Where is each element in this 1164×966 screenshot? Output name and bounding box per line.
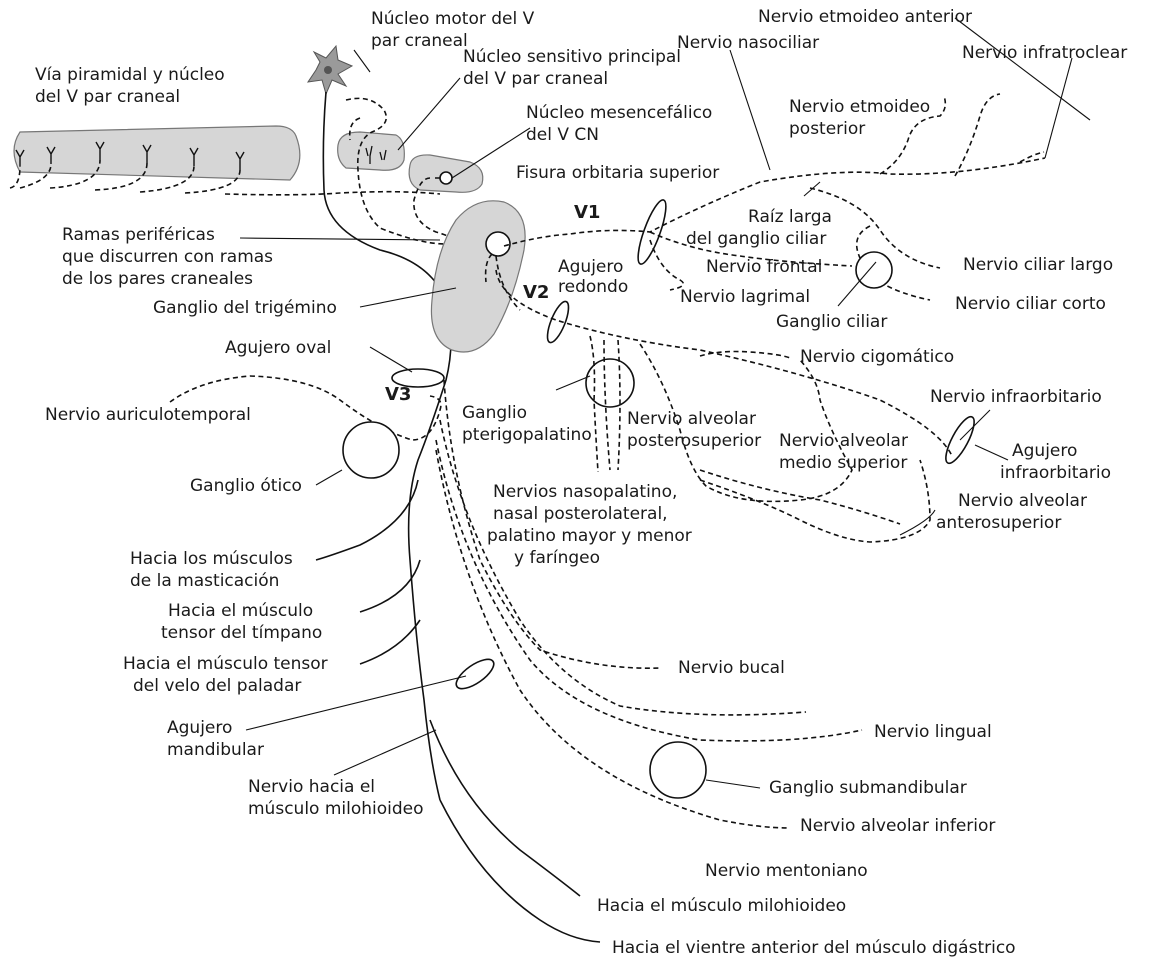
mesencephalic-neuron <box>439 171 453 185</box>
foramen-rotundum <box>546 300 570 344</box>
label-nervio-lagrimal: Nervio lagrimal <box>680 287 810 307</box>
nerve-drawing <box>9 44 1046 943</box>
label-agujero-oval: Agujero oval <box>225 338 331 358</box>
label-nervios-nasopalatino: Nervios nasopalatino,nasal posterolatera… <box>487 482 692 568</box>
auriculotemporal-branch <box>169 375 442 441</box>
otic-ganglion <box>342 421 400 479</box>
label-ganglio-otico: Ganglio ótico <box>190 476 302 496</box>
label-nervio-bucal: Nervio bucal <box>678 658 785 678</box>
label-ciliar-corto: Nervio ciliar corto <box>955 294 1106 314</box>
label-cigomatico: Nervio cigomático <box>800 347 954 367</box>
label-infratroclear: Nervio infratroclear <box>962 43 1127 63</box>
v1-branch <box>503 157 1046 247</box>
label-v2: V2 <box>523 282 549 303</box>
v3-dashed-branches <box>435 379 863 829</box>
v1-ciliary-branches <box>649 187 941 301</box>
infraorbital-foramen <box>945 415 975 465</box>
label-v1: V1 <box>574 202 600 223</box>
label-ganglio-trigemino: Ganglio del trigémino <box>153 298 337 318</box>
pyramidal-dashed-line <box>9 159 441 196</box>
v1-etmoid-branches <box>879 93 1045 177</box>
label-nervio-mentoniano: Nervio mentoniano <box>705 861 868 881</box>
label-infraorbitario: Nervio infraorbitario <box>930 387 1102 407</box>
label-etmoideo-anterior: Nervio etmoideo anterior <box>758 7 972 27</box>
pyramidal-tract-shape <box>13 125 301 181</box>
label-ciliar-largo: Nervio ciliar largo <box>963 255 1113 275</box>
submandibular-ganglion <box>649 741 707 799</box>
v2-branch <box>495 269 953 457</box>
label-nervio-frontal: Nervio frontal <box>706 257 822 277</box>
ganglion-cell <box>485 231 511 257</box>
v3-motor-branches <box>315 479 601 943</box>
label-ganglio-ciliar: Ganglio ciliar <box>776 312 887 332</box>
sensory-dashed-paths <box>345 97 461 245</box>
pterygopalatine-ganglion <box>585 358 635 408</box>
label-nasociliar: Nervio nasociliar <box>677 33 819 53</box>
mandibular-foramen <box>455 658 495 690</box>
label-fisura-orbitaria: Fisura orbitaria superior <box>516 163 719 183</box>
leader-lines <box>239 17 1091 789</box>
ciliary-ganglion <box>855 251 893 289</box>
label-auriculotemporal: Nervio auriculotemporal <box>45 405 251 425</box>
sensory-nucleus-marks <box>365 145 387 164</box>
label-hacia-milohioideo: Hacia el músculo milohioideo <box>597 896 846 916</box>
label-alveolar-inferior: Nervio alveolar inferior <box>800 816 995 836</box>
trigeminal-ganglion-shape <box>430 200 526 353</box>
v2-sub-branches <box>589 335 931 543</box>
label-nervio-lingual: Nervio lingual <box>874 722 992 742</box>
motor-root <box>322 91 452 801</box>
label-hacia-digastrico: Hacia el vientre anterior del músculo di… <box>612 938 1016 958</box>
foramen-ovale <box>391 368 445 388</box>
label-v3: V3 <box>385 384 411 405</box>
superior-orbital-fissure <box>637 199 667 265</box>
label-ganglio-submandibular: Ganglio submandibular <box>769 778 967 798</box>
pyramidal-y-marks <box>15 141 245 170</box>
